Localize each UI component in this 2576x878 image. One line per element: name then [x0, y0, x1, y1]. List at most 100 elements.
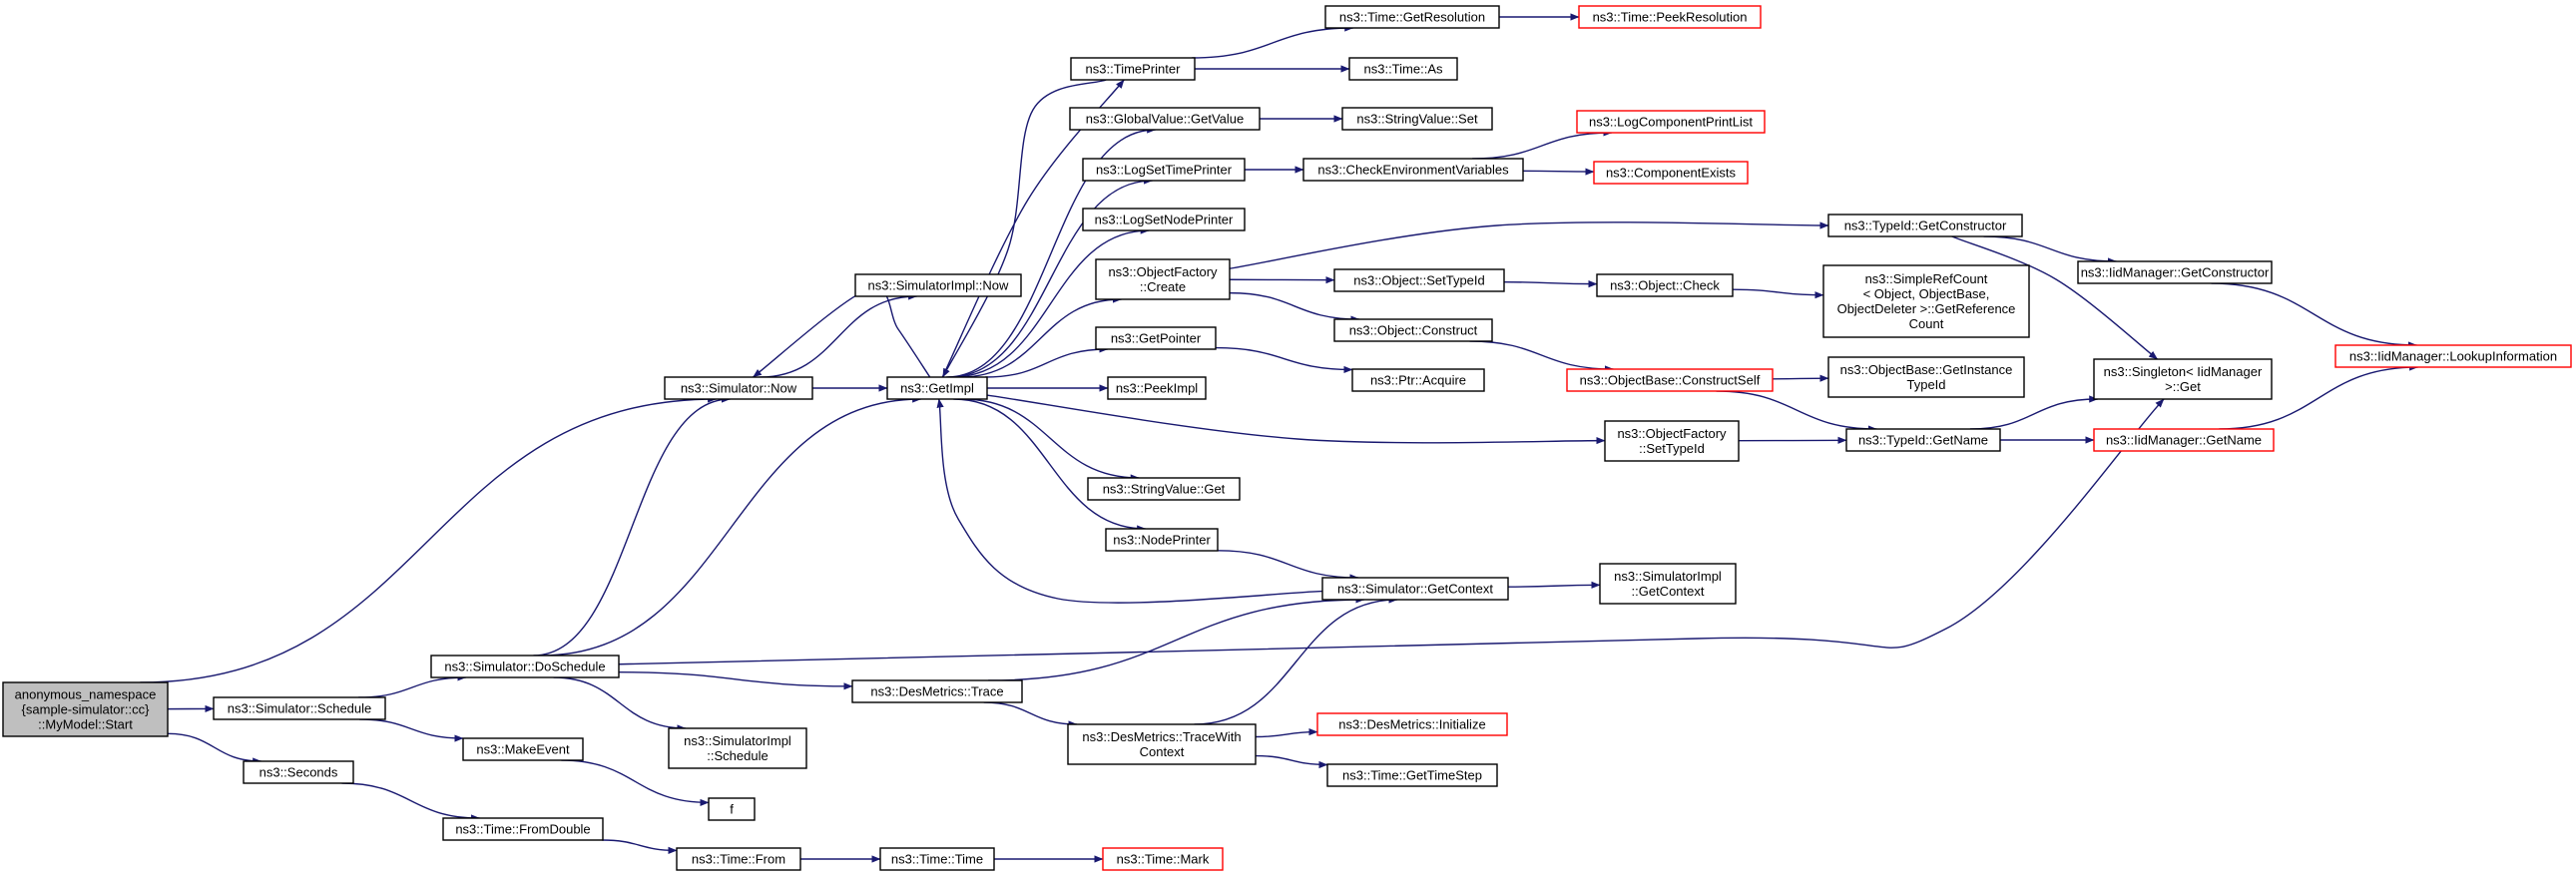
node-box-simimpl_now [854, 273, 1022, 297]
node-box-componentexists [1593, 161, 1749, 185]
node-f[interactable]: f [708, 797, 756, 821]
node-obj_construct[interactable]: ns3::Object::Construct [1333, 318, 1493, 342]
edge-sim_getcontext-to-getimpl [936, 398, 1323, 604]
node-label-logsetnodeprinter-line-0: ns3::LogSetNodePrinter [1095, 213, 1234, 227]
node-box-singleton_get [2093, 358, 2273, 400]
node-label-of_create-line-1: ::Create [1140, 279, 1186, 294]
edge-sim_doschedule-to-getimpl [541, 395, 922, 657]
node-simimpl_getcontext[interactable]: ns3::SimulatorImpl::GetContext [1599, 563, 1737, 605]
node-checkenv[interactable]: ns3::CheckEnvironmentVariables [1302, 158, 1524, 182]
node-label-f-line-0: f [730, 802, 734, 817]
edges-layer [140, 13, 2419, 863]
node-logcomponentprintlist[interactable]: ns3::LogComponentPrintList [1576, 110, 1766, 134]
node-box-time_from [676, 847, 801, 871]
edge-objbase_constructself-to-objbase_getinstancetypeid [1772, 374, 1829, 382]
node-getpointer[interactable]: ns3::GetPointer [1095, 326, 1217, 350]
node-box-iidmanager_lookupinformation [2334, 344, 2572, 368]
node-label-getpointer-line-0: ns3::GetPointer [1111, 331, 1202, 346]
edge-root-to-sim_now [140, 395, 718, 683]
node-time_as[interactable]: ns3::Time::As [1348, 57, 1458, 81]
node-peekimpl[interactable]: ns3::PeekImpl [1107, 376, 1207, 400]
node-box-seconds [243, 760, 354, 784]
edge-root-to-seconds [167, 732, 262, 765]
node-sim_now[interactable]: ns3::Simulator::Now [664, 376, 813, 400]
node-getimpl[interactable]: ns3::GetImpl [886, 376, 988, 400]
node-obj_settypeid[interactable]: ns3::Object::SetTypeId [1333, 268, 1505, 292]
node-logsettimeprinter[interactable]: ns3::LogSetTimePrinter [1082, 158, 1246, 182]
node-label-iidmanager_getname-line-0: ns3::IidManager::GetName [2106, 433, 2262, 448]
node-typeid_getname[interactable]: ns3::TypeId::GetName [1845, 428, 2001, 452]
node-label-simplerefcount-line-2: ObjectDeleter >::GetReference [1837, 301, 2016, 316]
node-time_time[interactable]: ns3::Time::Time [879, 847, 995, 871]
node-simimpl_now[interactable]: ns3::SimulatorImpl::Now [854, 273, 1022, 297]
node-obj_check[interactable]: ns3::Object::Check [1596, 273, 1734, 297]
edge-des_tracewithcontext-to-sim_getcontext [1194, 596, 1398, 725]
node-label-root-line-1: {sample-simulator::cc} [22, 702, 151, 717]
node-box-getimpl [886, 376, 988, 400]
node-label-iidmanager_getconstructor-line-0: ns3::IidManager::GetConstructor [2081, 265, 2270, 280]
node-sim_doschedule[interactable]: ns3::Simulator::DoSchedule [430, 655, 620, 678]
node-sim_getcontext[interactable]: ns3::Simulator::GetContext [1321, 577, 1509, 601]
node-time_gettimestep[interactable]: ns3::Time::GetTimeStep [1326, 763, 1498, 787]
node-sim_schedule[interactable]: ns3::Simulator::Schedule [213, 696, 386, 720]
node-time_mark[interactable]: ns3::Time::Mark [1102, 847, 1224, 871]
node-iidmanager_lookupinformation[interactable]: ns3::IidManager::LookupInformation [2334, 344, 2572, 368]
node-of_settypeid[interactable]: ns3::ObjectFactory::SetTypeId [1604, 420, 1740, 462]
edge-getimpl-to-of_create [959, 295, 1122, 378]
node-seconds[interactable]: ns3::Seconds [243, 760, 354, 784]
node-sv_get[interactable]: ns3::StringValue::Get [1087, 477, 1241, 501]
node-simplerefcount[interactable]: ns3::SimpleRefCount< Object, ObjectBase,… [1822, 264, 2030, 338]
edge-des_tracewithcontext-to-des_initialize [1255, 727, 1318, 738]
edge-typeid_getconstructor-to-iidmanager_getconstructor [1983, 235, 2117, 265]
edge-getimpl-to-of_settypeid [986, 394, 1606, 445]
node-logsetnodeprinter[interactable]: ns3::LogSetNodePrinter [1082, 208, 1246, 231]
edge-sim_doschedule-to-simimpl_schedule [553, 676, 687, 732]
node-componentexists[interactable]: ns3::ComponentExists [1593, 161, 1749, 185]
node-label-timeprinter-line-0: ns3::TimePrinter [1086, 62, 1182, 77]
node-label-checkenv-line-0: ns3::CheckEnvironmentVariables [1317, 163, 1509, 178]
node-iidmanager_getconstructor[interactable]: ns3::IidManager::GetConstructor [2077, 260, 2273, 284]
edge-fromdouble-to-time_from [602, 839, 678, 854]
node-box-sim_now [664, 376, 813, 400]
node-time_getresolution[interactable]: ns3::Time::GetResolution [1324, 5, 1500, 29]
node-time_peekresolution[interactable]: ns3::Time::PeekResolution [1578, 5, 1762, 29]
node-box-f [708, 797, 756, 821]
node-label-time_peekresolution-line-0: ns3::Time::PeekResolution [1593, 10, 1748, 25]
node-simimpl_schedule[interactable]: ns3::SimulatorImpl::Schedule [668, 727, 807, 769]
nodes-layer: anonymous_namespace{sample-simulator::cc… [2, 5, 2572, 871]
node-objbase_constructself[interactable]: ns3::ObjectBase::ConstructSelf [1566, 368, 1774, 392]
node-box-sv_set [1341, 107, 1493, 131]
node-box-sv_get [1087, 477, 1241, 501]
node-box-obj_settypeid [1333, 268, 1505, 292]
node-box-des_initialize [1316, 712, 1508, 736]
node-root[interactable]: anonymous_namespace{sample-simulator::cc… [2, 681, 169, 737]
node-typeid_getconstructor[interactable]: ns3::TypeId::GetConstructor [1827, 214, 2023, 237]
node-des_initialize[interactable]: ns3::DesMetrics::Initialize [1316, 712, 1508, 736]
node-nodeprinter[interactable]: ns3::NodePrinter [1105, 528, 1219, 552]
node-iidmanager_getname[interactable]: ns3::IidManager::GetName [2093, 428, 2275, 452]
node-label-of_settypeid-line-1: ::SetTypeId [1639, 441, 1705, 456]
node-sv_set[interactable]: ns3::StringValue::Set [1341, 107, 1493, 131]
edge-sim_schedule-to-sim_doschedule [358, 673, 467, 698]
node-of_create[interactable]: ns3::ObjectFactory::Create [1095, 258, 1231, 300]
node-singleton_get[interactable]: ns3::Singleton< IidManager>::Get [2093, 358, 2273, 400]
node-label-simplerefcount-line-1: < Object, ObjectBase, [1863, 286, 1990, 301]
edge-getimpl-to-logsetnodeprinter [951, 226, 1150, 378]
node-fromdouble[interactable]: ns3::Time::FromDouble [442, 817, 604, 841]
node-gv_getvalue[interactable]: ns3::GlobalValue::GetValue [1069, 107, 1261, 131]
node-makeevent[interactable]: ns3::MakeEvent [462, 737, 584, 761]
node-time_from[interactable]: ns3::Time::From [676, 847, 801, 871]
node-timeprinter[interactable]: ns3::TimePrinter [1070, 57, 1196, 81]
edge-obj_construct-to-objbase_constructself [1469, 340, 1614, 373]
node-des_trace[interactable]: ns3::DesMetrics::Trace [851, 679, 1023, 703]
node-box-fromdouble [442, 817, 604, 841]
node-ptr_acquire[interactable]: ns3::Ptr::Acquire [1351, 368, 1485, 392]
node-label-des_tracewithcontext-line-0: ns3::DesMetrics::TraceWith [1082, 729, 1241, 744]
node-label-time_from-line-0: ns3::Time::From [692, 852, 785, 867]
edge-iidmanager_getconstructor-to-iidmanager_lookupinformation [2211, 282, 2417, 349]
node-box-objbase_constructself [1566, 368, 1774, 392]
node-label-fromdouble-line-0: ns3::Time::FromDouble [455, 822, 590, 837]
edge-sim_now-to-simimpl_now [760, 292, 918, 378]
